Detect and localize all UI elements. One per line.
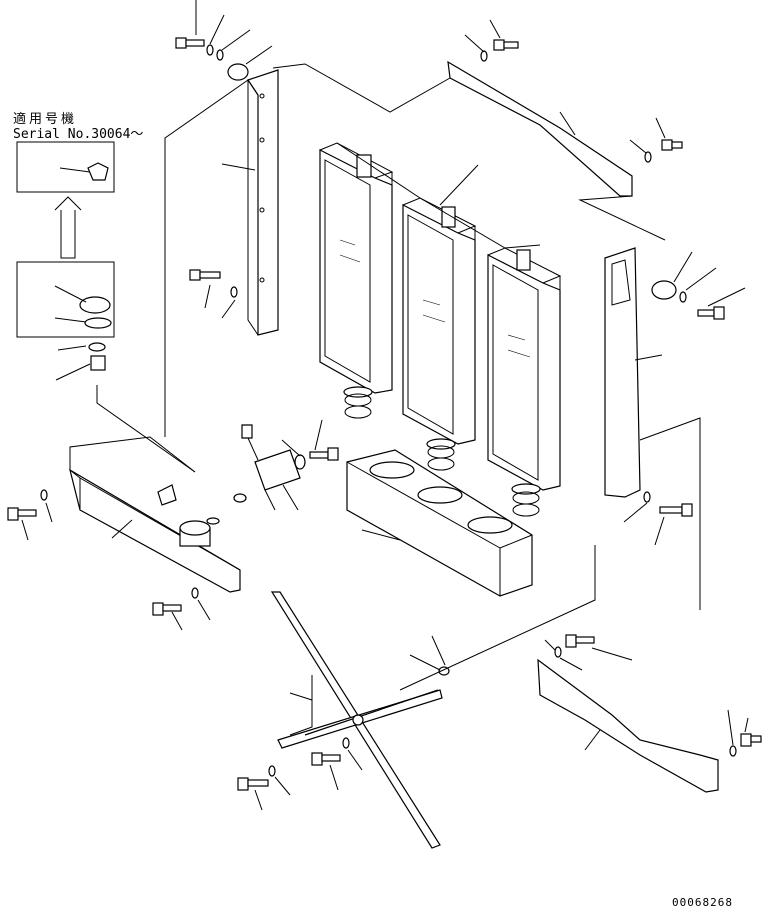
radiator-core-2 [402,197,477,450]
top-right-bracket [447,19,683,197]
upgrade-arrow-icon [54,196,82,259]
cross-stay [237,591,450,849]
lower-tray [346,449,533,597]
core-seals [344,393,540,517]
radiator-core-1 [319,142,394,398]
applicability-inset [16,141,196,473]
left-upright-bracket [221,69,279,336]
old-cap-part [79,296,112,329]
left-lower-frame [7,468,241,631]
top-left-bolt [175,37,205,49]
left-mount [175,0,273,81]
new-cap-box [16,141,115,193]
old-cap-box [16,261,115,338]
serial-number-label: Serial No.30064～ [13,127,144,142]
new-cap-part [87,162,109,181]
right-upright-bracket [604,247,746,546]
radiator-core-3 [487,247,562,495]
applicability-label: 適用号機 [13,112,78,127]
left-bolt-mid [189,269,238,319]
cap-assembly [233,419,339,511]
bottom-right-bracket [537,634,762,793]
drawing-code: 00068268 [672,896,733,909]
